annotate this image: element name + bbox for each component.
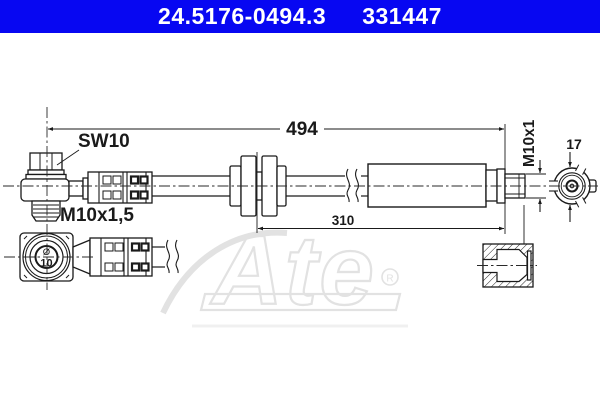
sw10-leader-line xyxy=(56,149,80,166)
end-view-notch-upper xyxy=(575,164,587,175)
lower-hose-stub xyxy=(152,239,180,274)
hex-flats-label: 17 xyxy=(566,136,582,152)
banjo-bolt-hex-head xyxy=(29,152,63,171)
label-494-backing xyxy=(280,119,324,139)
watermark-underline xyxy=(199,292,402,312)
right-thread-label: M10x1 xyxy=(521,119,538,167)
left-thread-label: M10x1,5 xyxy=(60,205,134,226)
watermark-registered-circle xyxy=(381,268,399,286)
banjo-body xyxy=(20,178,70,202)
reference-number: 331447 xyxy=(362,3,442,29)
protective-sleeve xyxy=(367,163,487,208)
partial-length-label: 310 xyxy=(332,213,355,228)
banjo-washer-top xyxy=(27,169,65,176)
upper-crimp-collar xyxy=(87,171,153,204)
catalog-number: 24.5176-0494.3 xyxy=(158,3,327,29)
banjo-threaded-stud xyxy=(31,200,61,222)
centerlines xyxy=(3,107,598,290)
hose-tube xyxy=(152,175,368,197)
bore-diameter-value: 10 xyxy=(40,258,52,270)
hose-break-symbol xyxy=(345,168,361,203)
watermark-brand-text: Ate xyxy=(209,215,376,325)
banjo-step-ring xyxy=(82,177,89,200)
right-fitting-neck xyxy=(485,169,498,202)
wrench-size-label: SW10 xyxy=(78,131,130,152)
bore-diameter-symbol: Ø xyxy=(43,247,51,258)
watermark-swoosh xyxy=(160,229,288,315)
labels: 494 310 SW10 M10x1,5 M10x1 17 Ø 10 xyxy=(40,119,582,270)
banjo-washer-bottom xyxy=(25,173,67,180)
lower-crimp-collar xyxy=(89,237,153,277)
ate-watermark: Ate R xyxy=(160,214,408,328)
dimensioning xyxy=(47,124,572,244)
end-view-notch-lower xyxy=(575,197,587,208)
left-banjo-fitting xyxy=(20,152,89,222)
total-length-label: 494 xyxy=(286,119,318,140)
watermark-registered-mark: R xyxy=(386,274,393,285)
part-number-header: 24.5176-0494.3 331447 xyxy=(0,0,600,33)
banjo-neck xyxy=(68,180,84,197)
